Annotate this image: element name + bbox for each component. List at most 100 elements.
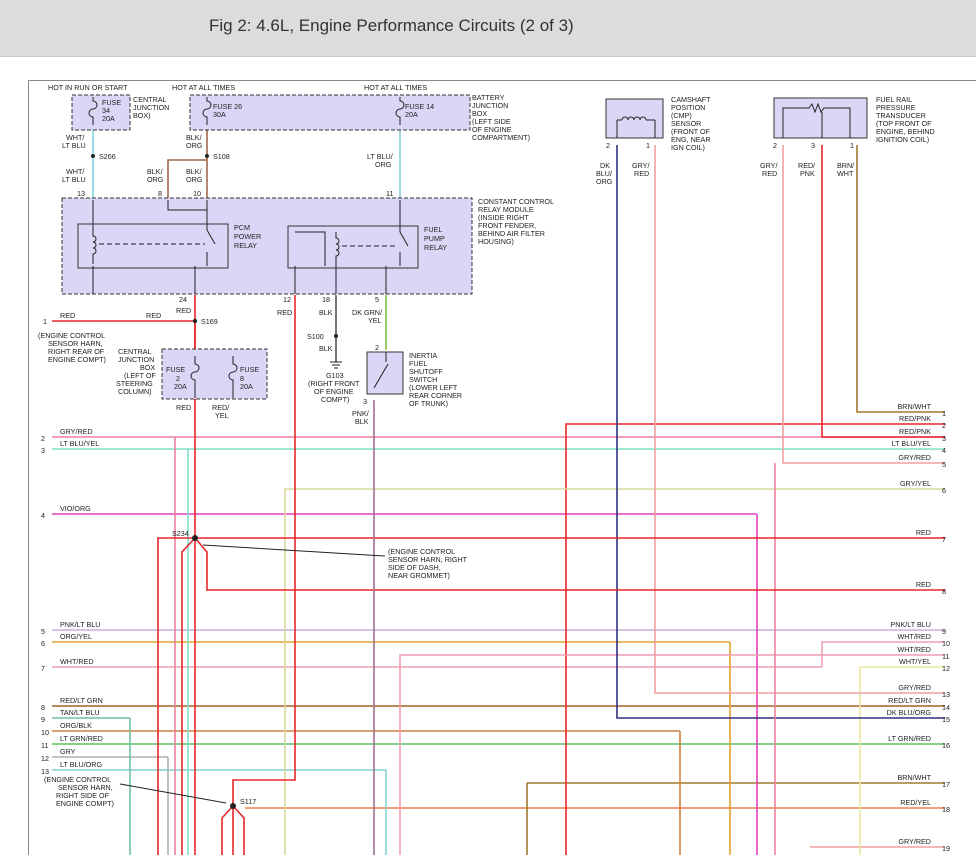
- wire-label-blk-b: BLK: [319, 344, 333, 353]
- right-row-pin-12: 12: [942, 664, 950, 673]
- left-row-pin-7: 7: [41, 664, 45, 673]
- right-row-label-11: WHT/RED: [897, 645, 931, 654]
- cjb2-label-5: STEERING: [116, 379, 153, 388]
- left-row-pin-9: 9: [41, 715, 45, 724]
- cmp-wire-1b: BLU/: [596, 169, 612, 178]
- left-row-label-9: TAN/LT BLU: [60, 708, 100, 717]
- right-row-pin-3: 3: [942, 434, 946, 443]
- frp-resistor-symbol: [782, 102, 851, 138]
- sensor-labels: CAMSHAFT POSITION (CMP) SENSOR (FRONT OF…: [596, 95, 935, 186]
- wire-label-red-c: RED: [176, 306, 191, 315]
- ccrm-label-5: BEHIND AIR FILTER: [478, 229, 545, 238]
- battery-junction-box: [189, 94, 471, 131]
- frp-label-1: FUEL RAIL: [876, 95, 912, 104]
- right-row-label-10: WHT/RED: [897, 632, 931, 641]
- cmp-label-5: (FRONT OF: [671, 127, 711, 136]
- fuse-14-label-a: FUSE 14: [405, 102, 434, 111]
- cmp-wire-1a: DK: [600, 161, 610, 170]
- pin-8: 8: [158, 189, 162, 198]
- left-row-pin-1: 1: [43, 317, 47, 326]
- wire-label-ltblu-org-a: LT BLU/: [367, 152, 393, 161]
- fuse-26-label-a: FUSE 26: [213, 102, 242, 111]
- wire-red-r8: [194, 537, 945, 591]
- cmp-wire-2a: GRY/: [632, 161, 649, 170]
- ifs-label-6: REAR CORNER: [409, 391, 462, 400]
- wire-label-wht-ltblu-2a: WHT/: [66, 167, 84, 176]
- fp-relay-label-2: PUMP: [424, 234, 445, 243]
- fuse-2-label-a: FUSE: [166, 365, 185, 374]
- frp-label-5: ENGINE, BEHIND: [876, 127, 935, 136]
- frp-label-4: (TOP FRONT OF: [876, 119, 932, 128]
- wire-label-blk-org-1b: ORG: [186, 141, 203, 150]
- right-row-label-17: BRN/WHT: [897, 773, 931, 782]
- splice-s266-dot: [91, 154, 95, 158]
- left-row-pin-11: 11: [41, 741, 48, 750]
- wire-gry-yel-r6: [284, 488, 945, 855]
- wire-label-red-yel-b: YEL: [215, 411, 229, 420]
- s117-note-3: RIGHT SIDE OF: [56, 791, 110, 800]
- ifs-label-5: (LOWER LEFT: [409, 383, 458, 392]
- frp-transducer-box: [773, 97, 868, 139]
- wire-label-red-d: RED: [277, 308, 292, 317]
- frp-wire-2a: RED/: [798, 161, 815, 170]
- right-row-label-19: GRY/RED: [898, 837, 931, 846]
- right-row-label-15: DK BLU/ORG: [887, 708, 932, 717]
- fuse-34-label-c: 20A: [102, 114, 115, 123]
- fuse-8-symbol: [228, 356, 238, 398]
- left-row-label-12: GRY: [60, 747, 76, 756]
- ccrm-label-2: RELAY MODULE: [478, 205, 534, 214]
- right-row-pin-5: 5: [942, 460, 946, 469]
- right-row-label-3: RED/PNK: [899, 427, 931, 436]
- label-cjb-2: JUNCTION: [133, 103, 169, 112]
- pin-18: 18: [322, 295, 330, 304]
- right-row-label-18: RED/YEL: [900, 798, 931, 807]
- s234-note-1: (ENGINE CONTROL: [388, 547, 455, 556]
- wire-label-blk-org-3a: BLK/: [186, 167, 202, 176]
- wire-red-pnk-r3: [821, 145, 945, 438]
- pcm-relay-label-1: PCM: [234, 223, 250, 232]
- right-row-pin-10: 10: [942, 639, 950, 648]
- frp-label-6: IGNITION COIL): [876, 135, 929, 144]
- left-row-label-5: PNK/LT BLU: [60, 620, 100, 629]
- frp-wire-3b: WHT: [837, 169, 854, 178]
- wire-label-blk-org-2b: ORG: [147, 175, 164, 184]
- right-row-label-4: LT BLU/YEL: [892, 439, 931, 448]
- wire-label-dkgrn-b: YEL: [368, 316, 382, 325]
- pin-24: 24: [179, 295, 187, 304]
- inertia-switch-box: [366, 351, 404, 395]
- left-row-pin-12: 12: [41, 754, 49, 763]
- splice-s108-dot: [205, 154, 209, 158]
- ground-g103-symbol: [330, 361, 342, 369]
- right-row-label-13: GRY/RED: [898, 683, 931, 692]
- cjb2-label-3: BOX: [140, 363, 155, 372]
- pcm-power-relay-box: [77, 223, 229, 269]
- fuel-pump-relay-box: [287, 225, 419, 269]
- right-row-label-14: RED/LT GRN: [888, 696, 931, 705]
- frp-wire-1a: GRY/: [760, 161, 777, 170]
- wire-label-ltblu-org-b: ORG: [375, 160, 392, 169]
- pcm-relay-coil: [92, 230, 97, 264]
- left-row-label-13: LT BLU/ORG: [60, 760, 102, 769]
- label-bjb-5: OF ENGINE: [472, 125, 512, 134]
- header-bar: Fig 2: 4.6L, Engine Performance Circuits…: [0, 0, 976, 57]
- label-hot-all-times-2: HOT AT ALL TIMES: [364, 83, 427, 92]
- wire-wht-yel-r12: [859, 666, 945, 855]
- ifs-label-7: OF TRUNK): [409, 399, 448, 408]
- right-row-label-6: GRY/YEL: [900, 479, 931, 488]
- middle-labels: RED RED RED S169 1 (ENGINE CONTROL SENSO…: [38, 306, 462, 426]
- left-row-label-7: WHT/RED: [60, 657, 94, 666]
- left-row-pin-6: 6: [41, 639, 45, 648]
- g103-label-1: (RIGHT FRONT: [308, 379, 360, 388]
- wire-label-blk-a: BLK: [319, 308, 333, 317]
- label-bjb-4: (LEFT SIDE: [472, 117, 511, 126]
- splice-s117-dot: [230, 803, 236, 809]
- wire-red-12-to-s117: [232, 425, 296, 806]
- wire-label-red-under-fuse2: RED: [176, 403, 191, 412]
- label-bjb-3: BOX: [472, 109, 487, 118]
- right-row-pin-19: 19: [942, 844, 950, 853]
- wire-label-blk-org-2a: BLK/: [147, 167, 163, 176]
- splice-s100-dot: [334, 334, 338, 338]
- wire-label-red-yel-a: RED/: [212, 403, 229, 412]
